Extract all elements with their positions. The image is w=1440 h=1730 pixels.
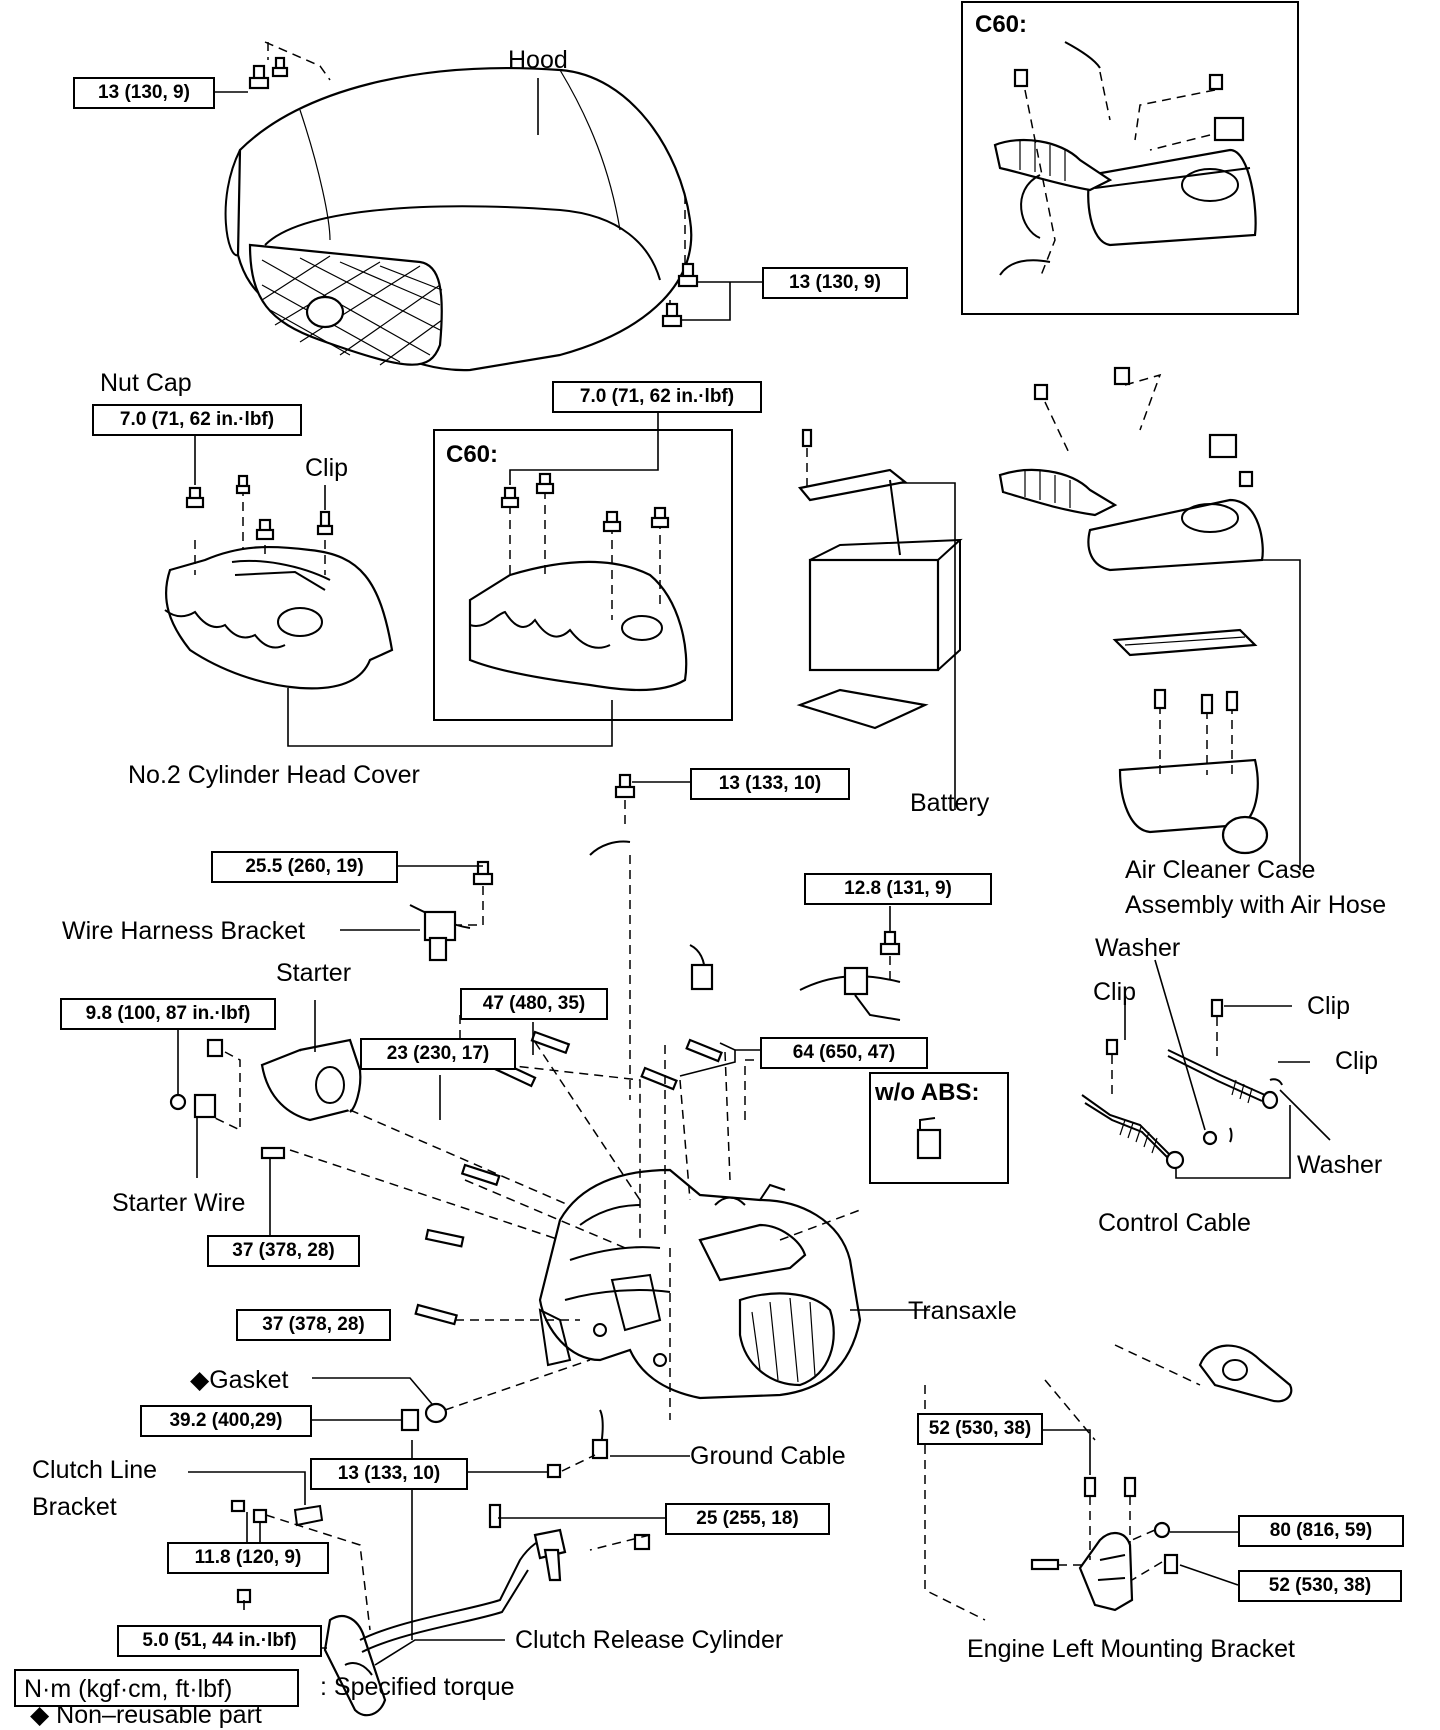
abs-sensor-connector-illustration — [916, 1117, 942, 1160]
engine-left-mounting-bracket-illustration — [924, 1344, 1293, 1621]
leader-c60-cover-torque — [509, 410, 659, 485]
label-clip-top-right: Clip — [1307, 992, 1351, 1020]
label-battery: Battery — [910, 789, 990, 817]
torque-lower-bolt: 37 (378, 28) — [236, 1309, 391, 1341]
legend-unit-box: N·m (kgf·cm, ft·lbf) — [14, 1669, 299, 1707]
label-air-cleaner-line1: Air Cleaner Case — [1125, 856, 1316, 884]
label-washer-right: Washer — [1297, 1151, 1383, 1179]
legend-non-reusable: ◆ Non–reusable part — [30, 1701, 262, 1729]
label-clip-left: Clip — [1093, 978, 1137, 1006]
legend-unit-description: : Specified torque — [320, 1673, 515, 1701]
air-cleaner-illustration — [998, 366, 1301, 870]
label-clutch-line-bracket-1: Clutch Line — [32, 1456, 158, 1484]
ground-top-illustration — [589, 773, 690, 1100]
torque-wire-harness: 25.5 (260, 19) — [211, 851, 398, 883]
label-engine-left-mounting-bracket: Engine Left Mounting Bracket — [967, 1635, 1295, 1663]
torque-hood-top: 13 (130, 9) — [73, 77, 215, 109]
torque-ground-bottom: 13 (133, 10) — [310, 1458, 468, 1490]
label-clutch-release-cylinder: Clutch Release Cylinder — [515, 1626, 784, 1654]
label-c60-cover: C60: — [446, 441, 499, 468]
torque-mount-52-bottom: 52 (530, 38) — [1238, 1570, 1402, 1602]
label-ground-cable: Ground Cable — [690, 1442, 846, 1470]
label-starter-wire: Starter Wire — [112, 1189, 246, 1217]
hood-bolts — [248, 56, 699, 328]
torque-clutch-line: 25 (255, 18) — [665, 1503, 830, 1535]
label-washer-top: Washer — [1095, 934, 1181, 962]
label-clutch-line-bracket-2: Bracket — [32, 1493, 117, 1521]
torque-mount-80: 80 (816, 59) — [1238, 1515, 1404, 1547]
label-transaxle: Transaxle — [908, 1297, 1017, 1325]
transaxle-bolts — [414, 1015, 870, 1326]
right-harness-illustration — [689, 906, 901, 1021]
label-wire-harness-bracket: Wire Harness Bracket — [62, 917, 306, 945]
label-control-cable: Control Cable — [1098, 1209, 1251, 1237]
torque-right-bolt: 12.8 (131, 9) — [804, 873, 992, 905]
torque-c60-cover: 7.0 (71, 62 in.·lbf) — [552, 381, 762, 413]
label-no2-cylinder-head-cover: No.2 Cylinder Head Cover — [128, 761, 420, 789]
ground-cable-bottom-illustration — [468, 1248, 690, 1479]
torque-starter-nut: 9.8 (100, 87 in.·lbf) — [60, 998, 276, 1030]
torque-hood-right: 13 (130, 9) — [762, 267, 908, 299]
wo-abs-inset-frame — [869, 1072, 1009, 1184]
leader-hood-right-torque — [680, 281, 762, 321]
c60-cylinder-head-cover-illustration — [468, 472, 688, 692]
control-cable-illustration — [1081, 959, 1331, 1179]
torque-clutch-cylinder: 5.0 (51, 44 in.·lbf) — [117, 1625, 322, 1657]
c60-inset-frame-cover — [433, 429, 733, 721]
torque-drain-plug: 39.2 (400,29) — [140, 1405, 312, 1437]
torque-bolt-64: 64 (650, 47) — [760, 1037, 928, 1069]
label-gasket: ◆Gasket — [190, 1366, 289, 1394]
wire-harness-bracket-illustration — [340, 860, 494, 962]
label-nut-cap: Nut Cap — [100, 369, 192, 397]
label-wo-abs: w/o ABS: — [875, 1079, 980, 1106]
torque-starter-bolt: 37 (378, 28) — [207, 1235, 360, 1267]
label-starter: Starter — [276, 959, 352, 987]
torque-bolt-23: 23 (230, 17) — [360, 1038, 516, 1070]
torque-ground-top: 13 (133, 10) — [690, 768, 850, 800]
starter-illustration — [169, 1000, 581, 1241]
leader-no2-cylinder-head-cover — [287, 688, 613, 747]
label-clip-cover: Clip — [305, 454, 349, 482]
torque-clutch-bracket: 11.8 (120, 9) — [167, 1542, 329, 1574]
battery-illustration — [796, 428, 963, 810]
label-c60-air-cleaner: C60: — [975, 11, 1028, 38]
c60-inset-frame-air-cleaner — [961, 1, 1299, 315]
label-air-cleaner-line2: Assembly with Air Hose — [1125, 891, 1387, 919]
clutch-line-illustration — [188, 1471, 665, 1717]
torque-bolt-47: 47 (480, 35) — [460, 988, 608, 1020]
drain-plug-gasket-illustration — [312, 1359, 591, 1640]
c60-air-cleaner-illustration — [993, 41, 1257, 279]
hood-illustration — [224, 41, 693, 372]
torque-mount-52-top: 52 (530, 38) — [917, 1413, 1043, 1445]
cylinder-head-cover-illustration — [164, 474, 394, 690]
transaxle-illustration — [538, 1168, 930, 1400]
label-clip-right: Clip — [1335, 1047, 1379, 1075]
torque-nut-cap: 7.0 (71, 62 in.·lbf) — [92, 404, 302, 436]
label-hood: Hood — [508, 46, 568, 74]
